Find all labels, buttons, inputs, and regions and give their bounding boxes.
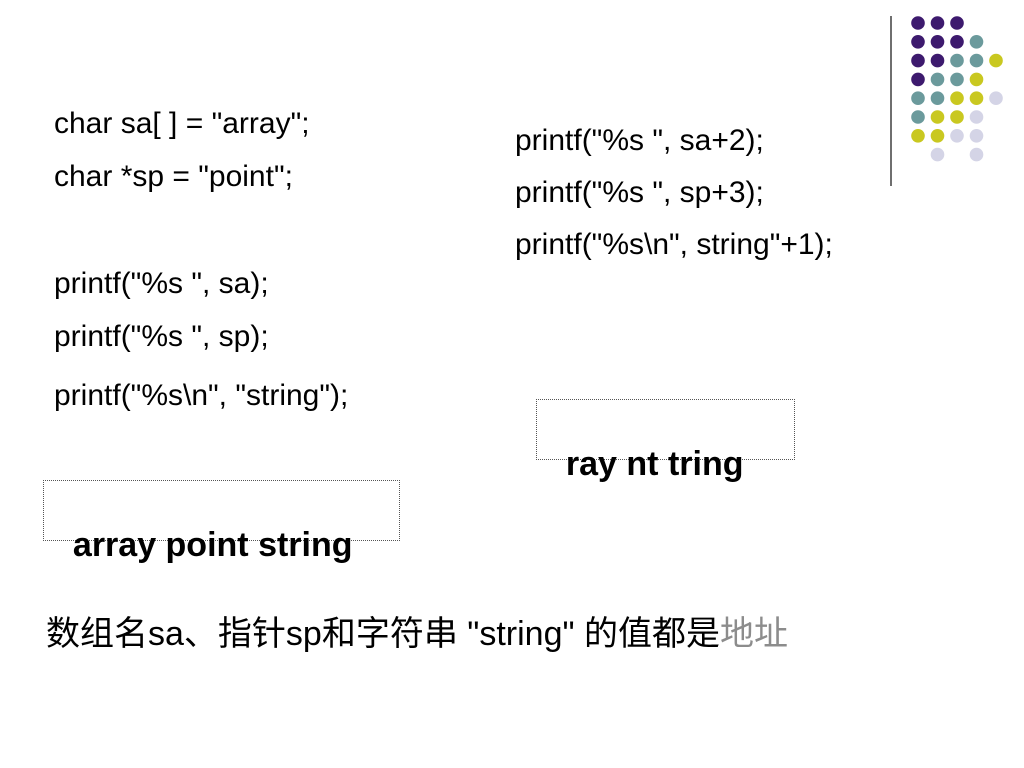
- divider-line: [890, 16, 892, 186]
- decorative-dot: [930, 129, 945, 143]
- output-text-right: ray nt tring: [565, 445, 744, 483]
- decorative-dot: [911, 110, 925, 124]
- decorative-dot: [911, 72, 925, 87]
- decorative-dot-grid: [911, 16, 1003, 162]
- decorative-dot: [969, 110, 984, 124]
- decorative-dot: [930, 16, 945, 30]
- summary-caption: 数组名sa、指针sp和字符串 "string" 的值都是地址: [46, 606, 788, 655]
- decorative-dot: [969, 91, 984, 105]
- caption-highlight-text: 地址: [720, 615, 788, 653]
- decorative-dot: [950, 35, 964, 49]
- code-line-printf-string: printf("%s\n", "string");: [54, 379, 349, 412]
- decorative-dot: [930, 147, 945, 162]
- decorative-dot: [950, 16, 964, 30]
- decorative-dot: [930, 110, 945, 124]
- decorative-dot: [930, 53, 945, 68]
- code-line-sp-decl: char *sp = "point";: [54, 160, 293, 193]
- code-line-printf-sp-plus-3: printf("%s ", sp+3);: [515, 176, 764, 209]
- decorative-dot: [950, 91, 964, 105]
- decorative-dot: [969, 72, 984, 87]
- decorative-dot: [950, 110, 964, 124]
- decorative-dot: [911, 35, 925, 49]
- output-box-right: ray nt tring: [536, 399, 795, 481]
- decorative-dot: [930, 35, 945, 49]
- code-line-sa-decl: char sa[ ] = "array";: [54, 107, 310, 140]
- decorative-dot: [969, 35, 984, 49]
- code-line-printf-string-plus-1: printf("%s\n", string"+1);: [515, 228, 833, 261]
- decorative-dot: [911, 53, 925, 68]
- code-line-printf-sp: printf("%s ", sp);: [54, 320, 269, 353]
- decorative-dot: [950, 129, 964, 143]
- decorative-dot: [911, 16, 925, 30]
- output-text-left: array point string: [72, 526, 353, 564]
- decorative-dot: [969, 129, 984, 143]
- output-box-left: array point string: [43, 480, 400, 562]
- decorative-dot: [950, 53, 964, 68]
- decorative-dot: [989, 91, 1003, 105]
- decorative-dot: [930, 91, 945, 105]
- decorative-dot: [930, 72, 945, 87]
- decorative-dot: [989, 53, 1003, 68]
- decorative-dot: [969, 147, 984, 162]
- decorative-dot: [969, 53, 984, 68]
- decorative-dot: [911, 129, 925, 143]
- decorative-dot: [911, 91, 925, 105]
- caption-main-text: 数组名sa、指针sp和字符串 "string" 的值都是: [46, 615, 720, 653]
- code-line-printf-sa: printf("%s ", sa);: [54, 267, 269, 300]
- decorative-dot: [950, 72, 964, 87]
- code-line-printf-sa-plus-2: printf("%s ", sa+2);: [515, 124, 764, 157]
